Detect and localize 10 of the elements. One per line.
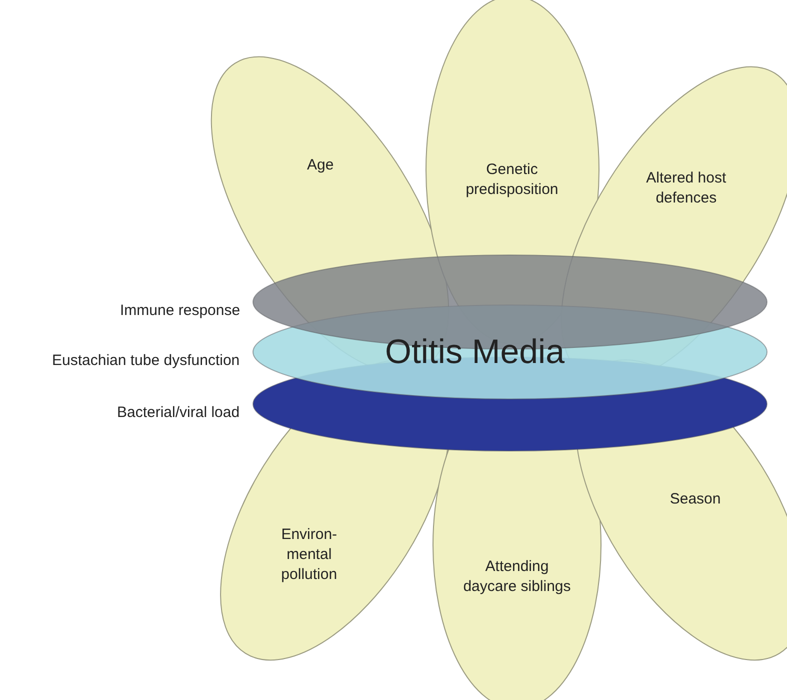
factor-label: Season bbox=[668, 489, 722, 510]
factor-label: Attending daycare siblings bbox=[462, 557, 572, 597]
factor-label: Eustachian tube dysfunction bbox=[52, 352, 240, 369]
factor-label: Immune response bbox=[120, 302, 240, 319]
factor-label: Environ-mental pollution bbox=[280, 525, 338, 586]
center-title: Otitis Media bbox=[385, 332, 564, 372]
factor-label: Altered host defences bbox=[645, 168, 728, 209]
factor-label: Age bbox=[306, 155, 335, 176]
factor-label: Bacterial/viral load bbox=[117, 404, 240, 421]
factor-label: Genetic predisposition bbox=[464, 160, 560, 200]
